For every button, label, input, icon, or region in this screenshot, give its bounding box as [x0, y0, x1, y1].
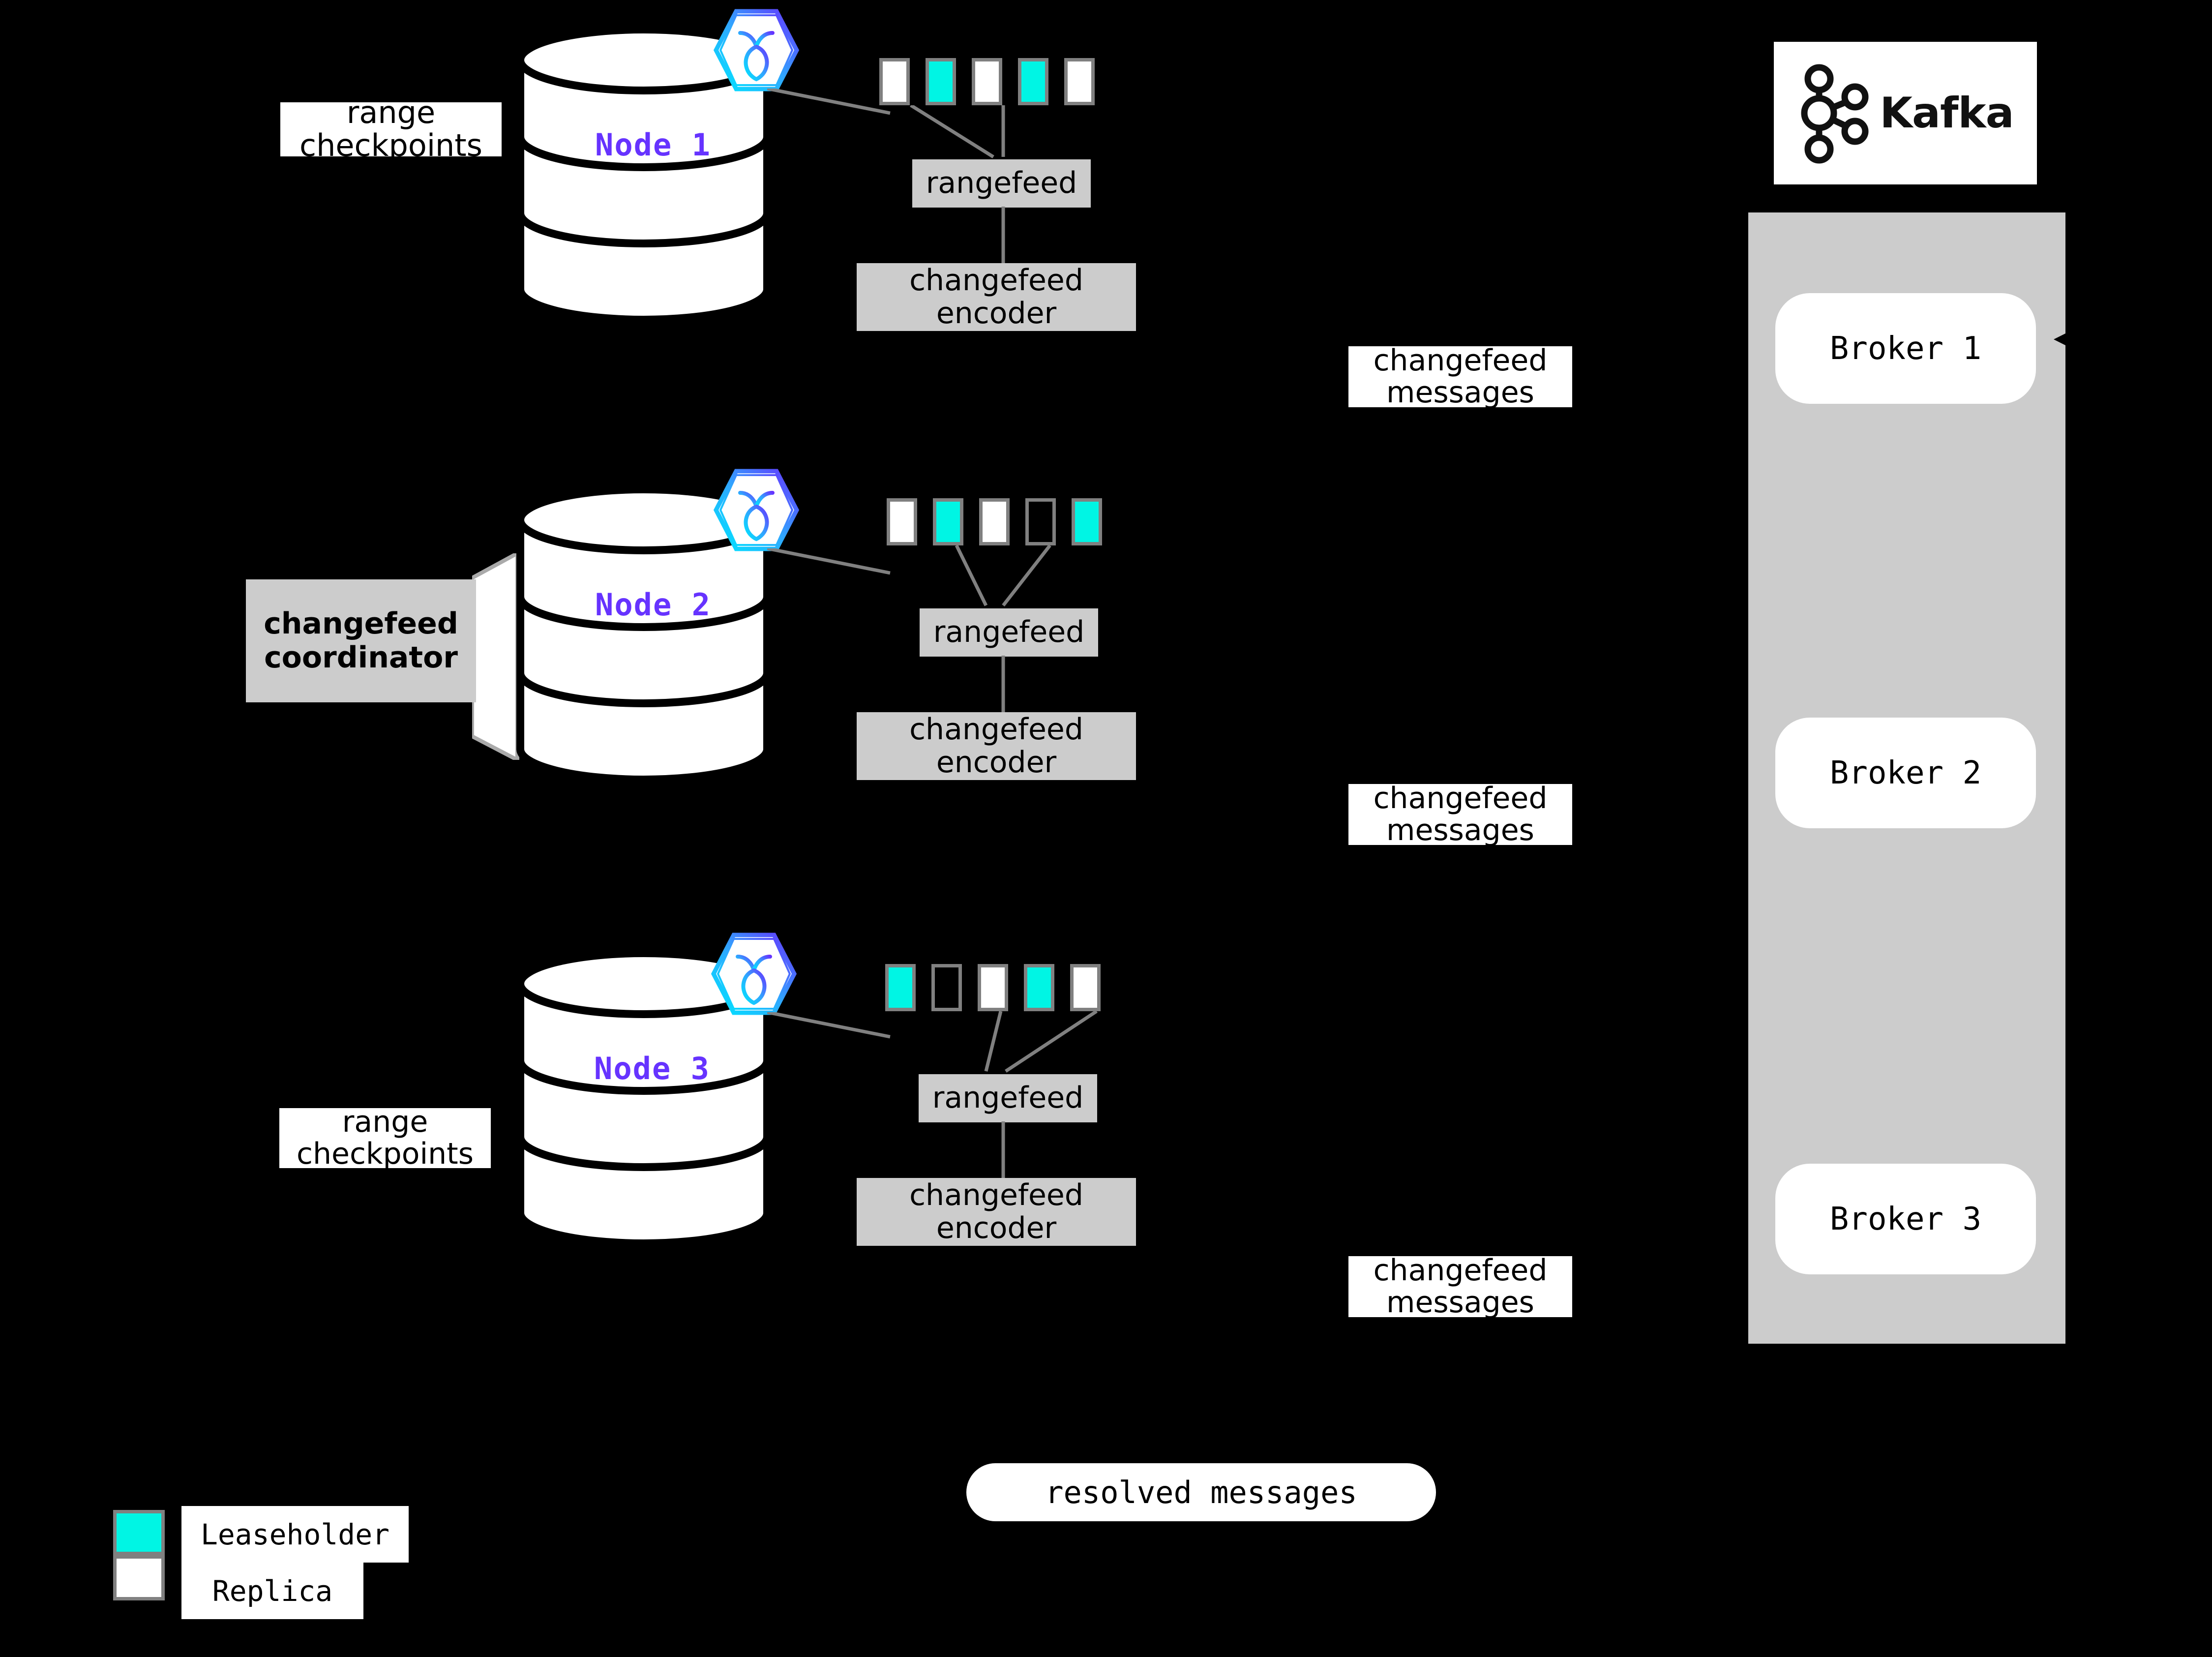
- range-checkpoints-label-node3: range checkpoints: [279, 1105, 491, 1171]
- range-square-empty[interactable]: [1025, 498, 1056, 545]
- node-3-rangefeed-box[interactable]: rangefeed: [919, 1074, 1097, 1122]
- node-1-encoder-connector: [1001, 207, 1005, 263]
- messages-line-1: changefeed: [1373, 343, 1548, 378]
- cockroachdb-logo-icon-node1: [712, 7, 801, 95]
- rangefeed-label: rangefeed: [933, 615, 1085, 650]
- coordinator-line-1: changefeed: [264, 606, 458, 641]
- kafka-inbound-arrow-icon: [2054, 320, 2088, 361]
- range-square-replica[interactable]: [1070, 964, 1101, 1011]
- node-2-cylinder: [513, 484, 774, 784]
- range-square-replica[interactable]: [879, 58, 910, 105]
- label-line-2: checkpoints: [297, 1137, 474, 1171]
- node-2-rangefeed-box[interactable]: rangefeed: [920, 608, 1098, 657]
- changefeed-messages-label-3: changefeed messages: [1348, 1253, 1572, 1320]
- messages-line-2: messages: [1386, 1285, 1534, 1320]
- node-3-label: Node 3: [594, 1051, 710, 1086]
- node-3-range-connector: [767, 1012, 891, 1039]
- encoder-line-2: encoder: [936, 296, 1057, 331]
- broker-label: Broker 2: [1829, 754, 1982, 791]
- label-line-2: checkpoints: [299, 127, 482, 163]
- range-checkpoints-label-node1: range checkpoints: [280, 96, 502, 162]
- label-line-1: range: [346, 94, 436, 131]
- rangefeed-label: rangefeed: [932, 1081, 1084, 1115]
- encoder-line-1: changefeed: [909, 263, 1083, 298]
- range-square-replica[interactable]: [978, 964, 1008, 1011]
- range-square-replica[interactable]: [979, 498, 1010, 545]
- node-3-rangefeed-connectors: [984, 1011, 1098, 1073]
- encoder-line-2: encoder: [936, 745, 1057, 780]
- range-square-replica[interactable]: [972, 58, 1002, 105]
- encoder-line-1: changefeed: [909, 712, 1083, 747]
- range-square-leaseholder[interactable]: [1024, 964, 1054, 1011]
- label-line-1: range: [342, 1105, 428, 1140]
- node-3-encoder-connector: [1001, 1121, 1005, 1178]
- messages-line-1: changefeed: [1373, 781, 1548, 816]
- range-square-leaseholder[interactable]: [926, 58, 956, 105]
- kafka-logo: Kafka: [1774, 42, 2037, 184]
- messages-line-2: messages: [1386, 813, 1534, 847]
- broker-label: Broker 1: [1829, 330, 1982, 367]
- changefeed-messages-label-1: changefeed messages: [1348, 343, 1572, 410]
- kafka-network-icon: [1801, 64, 1869, 164]
- broker-1[interactable]: Broker 1: [1775, 293, 2036, 404]
- messages-line-2: messages: [1386, 375, 1534, 410]
- legend-swatch-replica: [113, 1555, 165, 1600]
- node-2-rangefeed-connectors: [955, 545, 1051, 607]
- rangefeed-label: rangefeed: [926, 166, 1077, 201]
- resolved-messages-label: resolved messages: [1045, 1474, 1357, 1510]
- node-2-changefeed-encoder-box[interactable]: changefeed encoder: [857, 712, 1136, 780]
- cockroachdb-logo-icon-node3: [710, 931, 798, 1019]
- encoder-line-1: changefeed: [909, 1177, 1083, 1212]
- node-2-encoder-connector: [1001, 656, 1005, 712]
- node-2-range-connector: [767, 548, 891, 575]
- range-square-empty[interactable]: [931, 964, 962, 1011]
- node-3-changefeed-encoder-box[interactable]: changefeed encoder: [857, 1178, 1136, 1246]
- encoder-line-2: encoder: [936, 1211, 1057, 1245]
- node-1-rangefeed-box[interactable]: rangefeed: [912, 159, 1091, 208]
- changefeed-messages-label-2: changefeed messages: [1348, 781, 1572, 847]
- range-square-leaseholder[interactable]: [1072, 498, 1102, 545]
- range-square-leaseholder[interactable]: [933, 498, 963, 545]
- range-square-leaseholder[interactable]: [1018, 58, 1048, 105]
- legend-swatch-leaseholder: [113, 1510, 165, 1555]
- legend-label-text: Replica: [212, 1574, 333, 1608]
- legend-label-leaseholder: Leaseholder: [181, 1506, 409, 1563]
- cockroachdb-logo-icon-node2: [712, 467, 801, 555]
- node-3-cylinder: [513, 948, 774, 1248]
- range-square-leaseholder[interactable]: [885, 964, 916, 1011]
- legend-label-text: Leaseholder: [200, 1517, 390, 1551]
- node-1-rangefeed-connectors: [910, 105, 1005, 158]
- node-1-range-connector: [767, 89, 891, 115]
- range-square-replica[interactable]: [1064, 58, 1095, 105]
- node-2-label: Node 2: [595, 587, 711, 623]
- legend-label-replica: Replica: [181, 1563, 363, 1619]
- broker-3[interactable]: Broker 3: [1775, 1164, 2036, 1274]
- changefeed-coordinator-box[interactable]: changefeed coordinator: [246, 579, 476, 702]
- kafka-wordmark: Kafka: [1880, 89, 2014, 138]
- node-1-cylinder: [513, 25, 774, 325]
- node-1-label: Node 1: [595, 127, 711, 163]
- range-square-replica[interactable]: [887, 498, 917, 545]
- node-1-changefeed-encoder-box[interactable]: changefeed encoder: [857, 263, 1136, 331]
- broker-2[interactable]: Broker 2: [1775, 718, 2036, 828]
- coordinator-line-2: coordinator: [264, 640, 458, 675]
- broker-label: Broker 3: [1829, 1201, 1982, 1237]
- messages-line-1: changefeed: [1373, 1253, 1548, 1288]
- resolved-messages-pill[interactable]: resolved messages: [966, 1463, 1436, 1521]
